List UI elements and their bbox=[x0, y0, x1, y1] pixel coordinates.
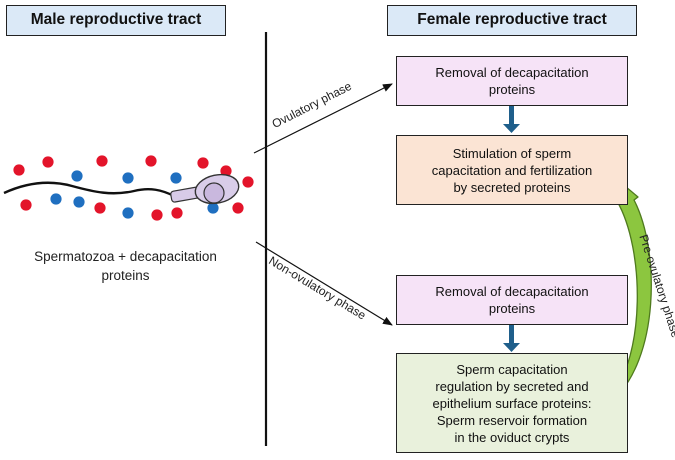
non-ovulatory-arrow bbox=[255, 241, 393, 326]
removal-decapacitation-box-bottom: Removal of decapacitation proteins bbox=[396, 275, 628, 325]
ovulatory-arrow bbox=[253, 83, 393, 154]
blue-protein-dot bbox=[122, 172, 134, 184]
male-tract-header: Male reproductive tract bbox=[6, 5, 226, 36]
decapacitation-proteins bbox=[13, 155, 254, 221]
red-protein-dot bbox=[171, 207, 183, 219]
red-protein-dot bbox=[197, 157, 209, 169]
connector-bottom bbox=[503, 324, 520, 352]
removal-decapacitation-box-top: Removal of decapacitation proteins bbox=[396, 56, 628, 106]
red-protein-dot bbox=[20, 199, 32, 211]
red-protein-dot bbox=[96, 155, 108, 167]
red-protein-dot bbox=[242, 176, 254, 188]
blue-protein-dot bbox=[122, 207, 134, 219]
red-protein-dot bbox=[220, 165, 232, 177]
blue-protein-dot bbox=[207, 202, 219, 214]
blue-protein-dot bbox=[50, 193, 62, 205]
red-protein-dot bbox=[232, 202, 244, 214]
spermatozoa-caption: Spermatozoa + decapacitation proteins bbox=[34, 249, 217, 283]
blue-protein-dot bbox=[170, 172, 182, 184]
stimulation-capacitation-box: Stimulation of sperm capacitation and fe… bbox=[396, 135, 628, 205]
red-protein-dot bbox=[42, 156, 54, 168]
red-protein-dot bbox=[94, 202, 106, 214]
red-protein-dot bbox=[151, 209, 163, 221]
connector-top bbox=[503, 105, 520, 133]
blue-protein-dot bbox=[73, 196, 85, 208]
red-protein-dot bbox=[13, 164, 25, 176]
spermatozoon bbox=[3, 173, 240, 205]
sperm-acrosome bbox=[203, 182, 225, 204]
female-tract-header: Female reproductive tract bbox=[387, 5, 637, 36]
red-protein-dot bbox=[145, 155, 157, 167]
blue-protein-dot bbox=[71, 170, 83, 182]
sperm-tail bbox=[3, 181, 175, 198]
capacitation-regulation-box: Sperm capacitation regulation by secrete… bbox=[396, 353, 628, 453]
